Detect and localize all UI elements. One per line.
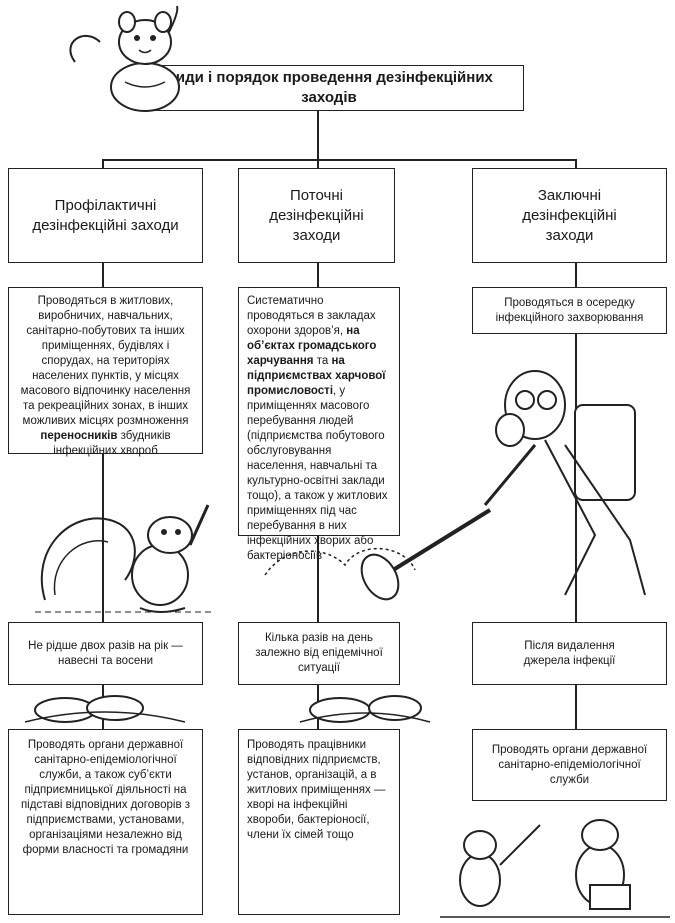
frequency-final-text: Після видалення джерела інфекції — [523, 639, 616, 667]
scope-current-part-3: та — [313, 355, 332, 367]
heading-prophylactic-text: Профілактичні дезінфекційні заходи — [32, 196, 179, 234]
sacks-illustration-center — [299, 695, 431, 723]
scope-current-part-5: , у приміщеннях масового перебування люд… — [247, 385, 388, 562]
connector-col3-perf — [575, 684, 577, 730]
connector-col1-freq — [102, 453, 104, 623]
connector-title-bar — [317, 110, 319, 160]
frequency-prophylactic-text: Не рідше двох разів на рік — навесні та … — [28, 639, 183, 667]
frequency-prophylactic: Не рідше двох разів на рік — навесні та … — [8, 622, 203, 685]
connector-col2-head — [317, 159, 319, 169]
performers-prophylactic: Проводять органи державної санітарно-епі… — [8, 729, 203, 915]
fleeing-rats-illustration — [440, 819, 670, 918]
rat-on-sack-illustration — [69, 5, 180, 112]
connector-col2-scope — [317, 262, 319, 288]
rat-with-stick-illustration — [35, 504, 215, 613]
man-with-sprayer-illustration — [264, 370, 646, 601]
scope-prophylactic-part-3: збудників інфекційних хвороб — [53, 430, 171, 457]
heading-final-text: Заключні дезінфекційні заходи — [522, 186, 617, 244]
scope-prophylactic-part-1: Проводяться в житлових, виробничих, навч… — [20, 295, 191, 427]
performers-current: Проводять працівники відповідних підприє… — [238, 729, 400, 915]
scope-prophylactic-part-2: переносників — [40, 430, 118, 442]
connector-col3-head — [575, 159, 577, 169]
frequency-current-text: Кілька разів на день залежно від епідемі… — [255, 632, 383, 674]
diagram-title-text: Види і порядок проведення дезінфекційних… — [165, 69, 493, 106]
sacks-illustration-left — [24, 695, 186, 723]
frequency-current: Кілька разів на день залежно від епідемі… — [238, 622, 400, 685]
scope-current-part-2: на об’єктах громадського харчування — [247, 325, 377, 367]
frequency-final: Після видалення джерела інфекції — [472, 622, 667, 685]
connector-col3-scope — [575, 262, 577, 288]
scope-current: Систематично проводяться в закладах охор… — [238, 287, 400, 562]
connector-horizontal — [102, 159, 576, 161]
scope-current-part-4: на підприємствах харчової промисловості — [247, 355, 386, 397]
performers-prophylactic-text: Проводять органи державної санітарно-епі… — [20, 739, 191, 856]
connector-col1-scope — [102, 262, 104, 288]
scope-final: Проводяться в осередку інфекційного захв… — [472, 287, 667, 334]
connector-col2-freq — [317, 535, 319, 623]
scope-final-text: Проводяться в осередку інфекційного захв… — [495, 296, 644, 324]
connector-col1-head — [102, 159, 104, 169]
performers-final: Проводять органи державної санітарно-епі… — [472, 729, 667, 801]
heading-prophylactic: Профілактичні дезінфекційні заходи — [8, 168, 203, 263]
heading-current-text: Поточні дезінфекційні заходи — [269, 186, 364, 244]
diagram-title: Види і порядок проведення дезінфекційних… — [134, 65, 524, 111]
heading-final: Заключні дезінфекційні заходи — [472, 168, 667, 263]
scope-current-part-1: Систематично проводяться в закладах охор… — [247, 295, 376, 337]
scope-prophylactic: Проводяться в житлових, виробничих, навч… — [8, 287, 203, 457]
heading-current: Поточні дезінфекційні заходи — [238, 168, 395, 263]
performers-current-text: Проводять працівники відповідних підприє… — [247, 739, 386, 841]
performers-final-text: Проводять органи державної санітарно-епі… — [491, 743, 648, 786]
